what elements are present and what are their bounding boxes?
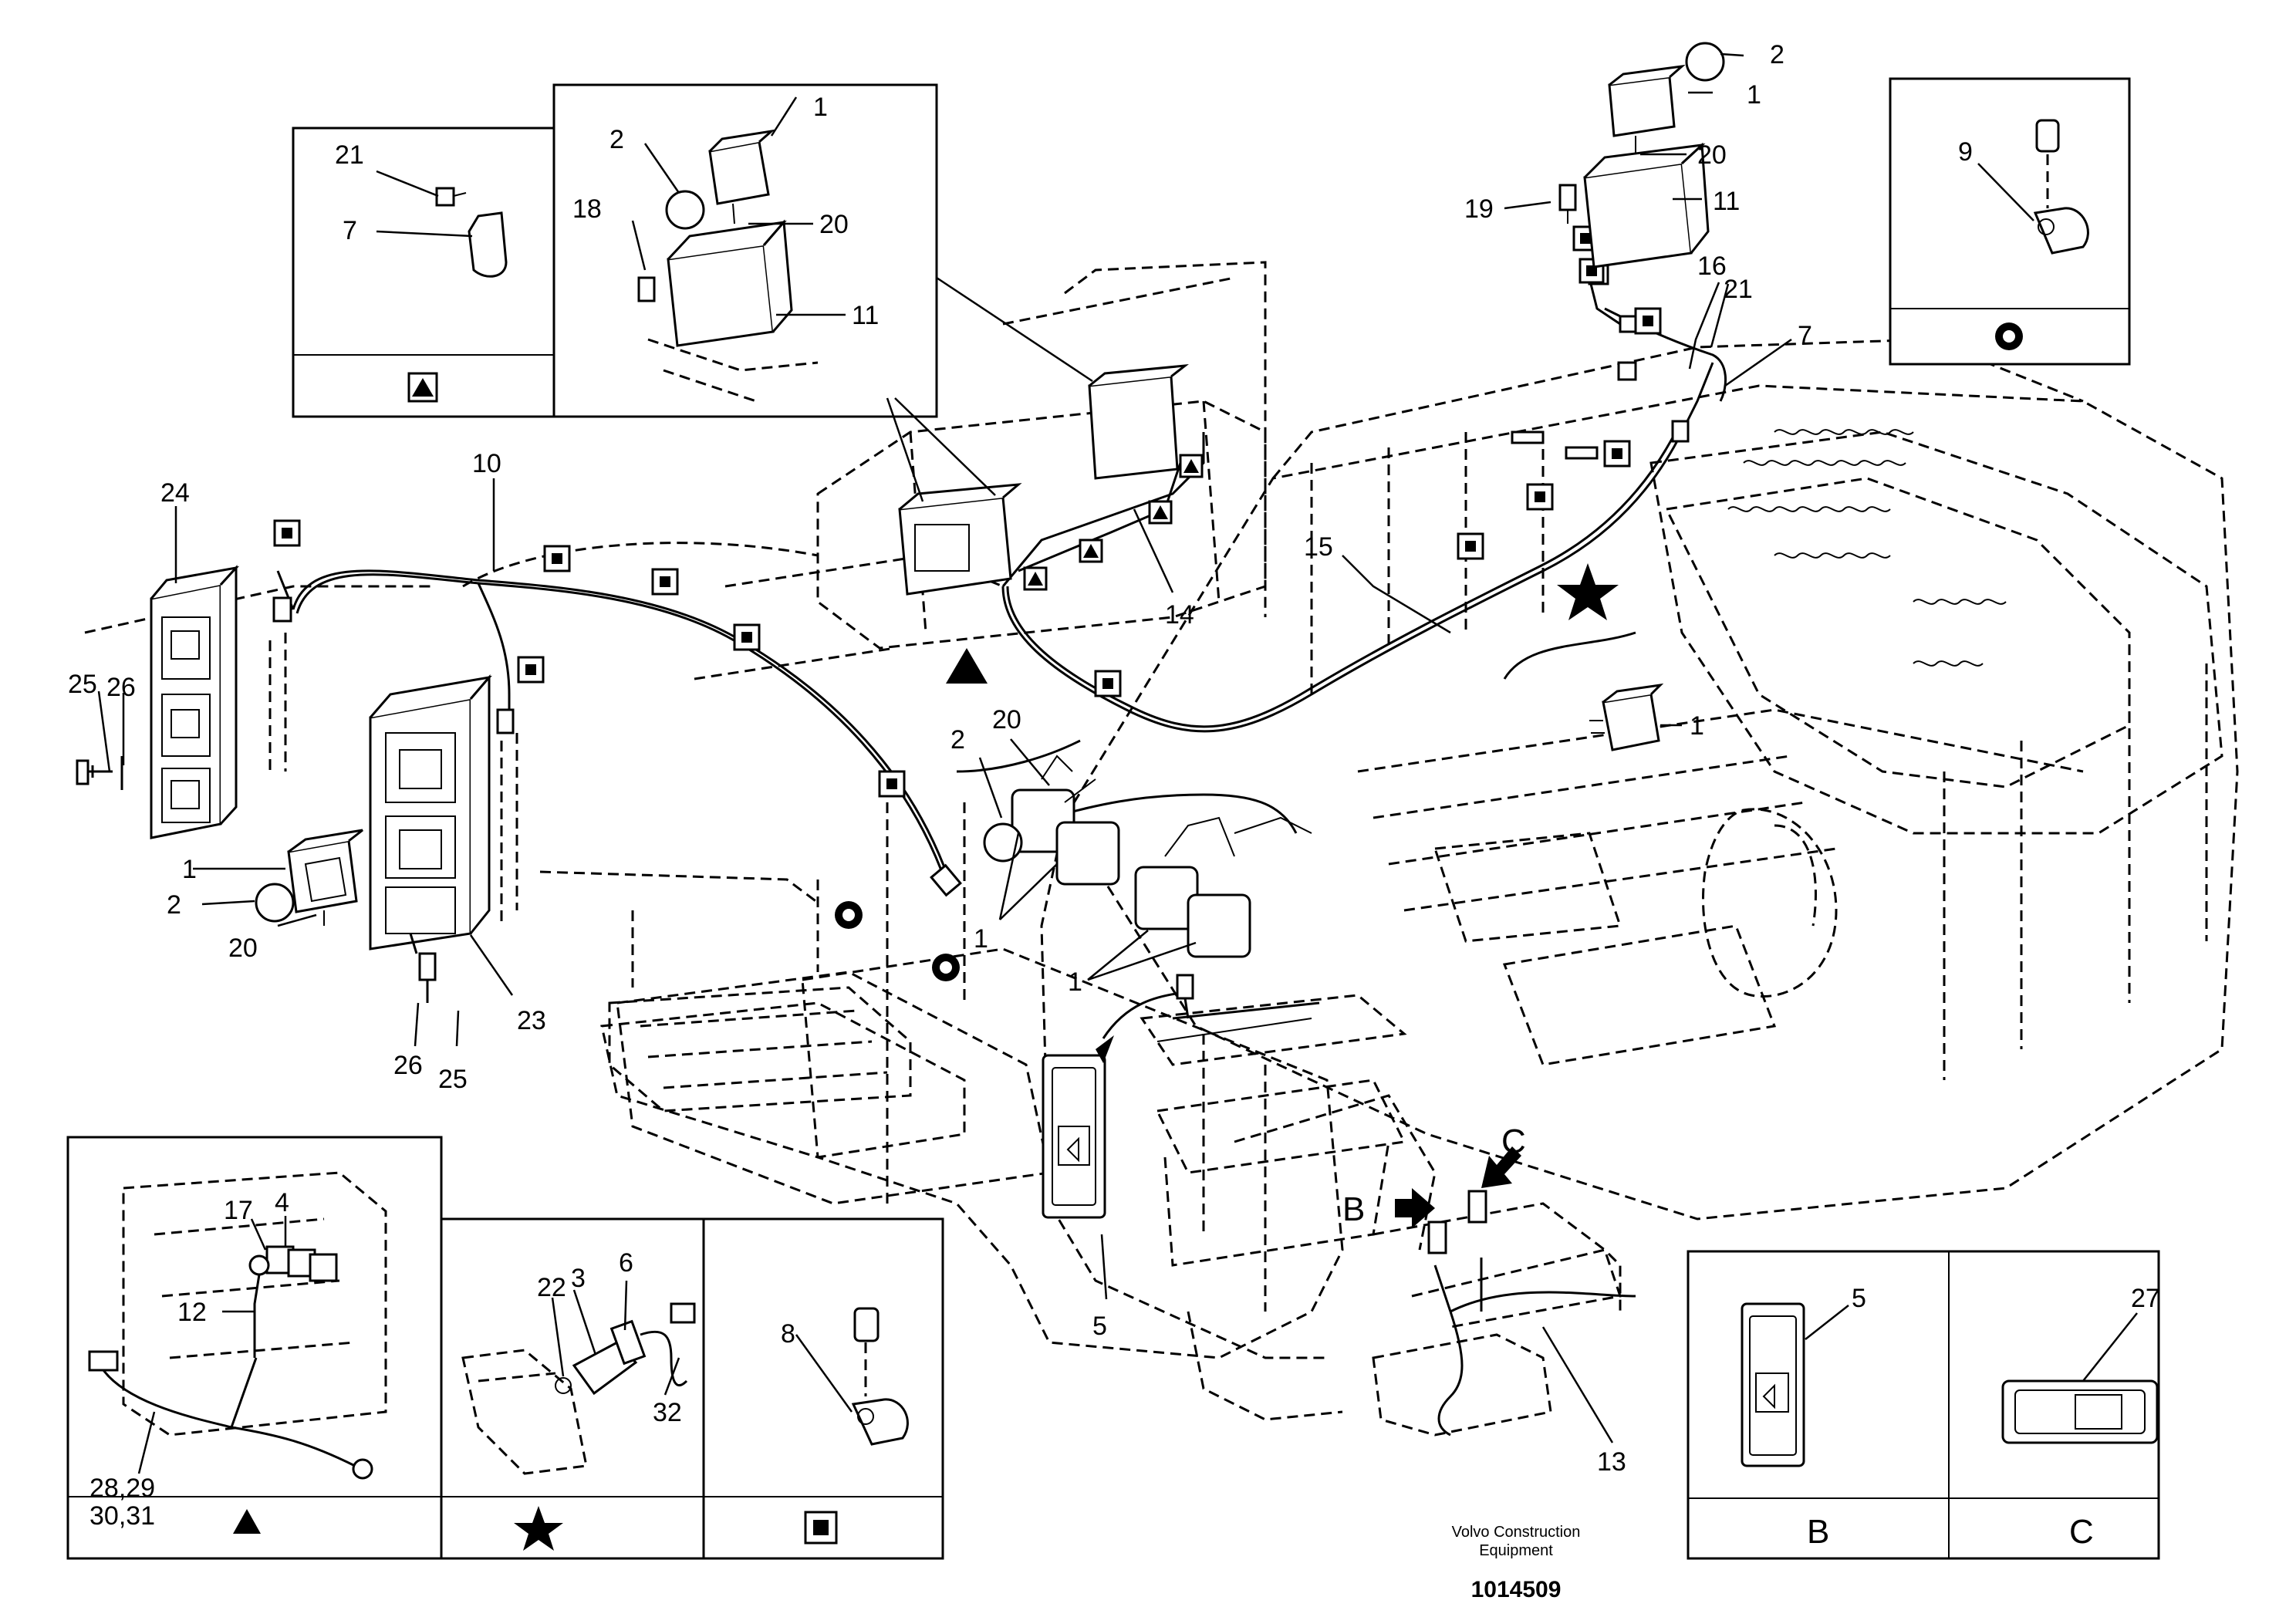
detail-panel-circle: [1889, 77, 2131, 366]
switch-connectors-b-c: [1395, 1146, 1521, 1254]
detail-panel-lamp-exploded: [552, 83, 938, 418]
detail-panel-switch-views: [1687, 1250, 2160, 1560]
lamp-housing-24: [150, 565, 240, 839]
callout-2-left: 2: [167, 890, 181, 920]
callout-22: 22: [537, 1273, 566, 1302]
callout-1-upper-right: 1: [1747, 80, 1761, 110]
light-switch-installed: [1042, 974, 1320, 1219]
detail-panel-triangle-top: [292, 127, 555, 418]
callout-7-detail: 7: [343, 216, 357, 245]
callout-24: 24: [160, 478, 190, 508]
lamp-1-left: [255, 829, 363, 926]
callout-8: 8: [781, 1319, 795, 1349]
callout-26: 26: [393, 1051, 423, 1080]
callout-19: 19: [1464, 194, 1494, 224]
callout-20: 20: [819, 210, 849, 239]
callout-15: 15: [1304, 532, 1333, 562]
callout-25-left: 25: [68, 670, 97, 699]
publisher-line-1: Volvo Construction: [1452, 1524, 1581, 1541]
callout-28-29: 28,29: [89, 1474, 155, 1503]
callout-13: 13: [1597, 1447, 1626, 1477]
callout-20-left: 20: [228, 934, 258, 963]
callout-1-left: 1: [182, 855, 197, 884]
callout-20-upper-right: 20: [1697, 140, 1727, 170]
side-lamp-right: [1589, 683, 1664, 751]
callout-11-upper-right: 11: [1713, 187, 1740, 216]
callout-1-cab-b: 1: [1068, 967, 1082, 997]
callout-2: 2: [609, 125, 624, 154]
callout-7: 7: [1798, 321, 1812, 350]
circle-reference-symbols: [835, 901, 960, 981]
callout-2-cab: 2: [950, 725, 965, 755]
wiring-harnesses: [276, 277, 1727, 1437]
callout-16: 16: [1697, 252, 1727, 281]
callout-12: 12: [177, 1298, 207, 1327]
callout-32: 32: [653, 1398, 682, 1427]
housing-mounting-hardware: [76, 633, 518, 1003]
callout-1: 1: [813, 93, 828, 122]
callout-21-detail: 21: [335, 140, 364, 170]
steps-outline: [608, 986, 1407, 1112]
star-reference-symbol: [1557, 563, 1619, 620]
callout-20-cab: 20: [992, 705, 1021, 734]
drawing-part-number: 1014509: [1471, 1577, 1562, 1602]
relay-bracket-detail: [88, 1171, 387, 1480]
title-block: Volvo Construction Equipment 1014509: [1452, 1524, 1581, 1602]
callout-17: 17: [224, 1196, 253, 1225]
callout-18: 18: [572, 194, 602, 224]
detail-panel-bottom-group: [66, 1136, 944, 1560]
lamp-housing-23: [369, 674, 492, 950]
callout-23: 23: [517, 1006, 546, 1035]
cab-roof-lamp-housing: [898, 364, 1189, 596]
callout-25: 25: [438, 1065, 468, 1094]
callout-1-frame: 1: [1690, 711, 1704, 741]
view-label-b: B: [1807, 1513, 1829, 1551]
callout-21: 21: [1724, 275, 1753, 304]
callout-4: 4: [275, 1188, 289, 1217]
view-letter-c: C: [1501, 1123, 1526, 1160]
callout-6: 6: [619, 1248, 633, 1278]
front-lamp-group: [983, 755, 1312, 958]
engine-cover-texture: [1727, 429, 2007, 667]
triangle-markers: [946, 454, 1204, 684]
callout-labels: 1 2 20 18 11 21 7 2 1 20 11 19 16 21 7 9…: [68, 40, 2160, 1551]
clamp-detail: [795, 1307, 909, 1446]
callout-1-cab-a: 1: [974, 924, 988, 954]
callout-30-31: 30,31: [89, 1501, 155, 1531]
callout-14: 14: [1165, 600, 1194, 630]
callout-10: 10: [472, 449, 501, 478]
callout-9: 9: [1958, 137, 1973, 167]
pressure-switch-detail: [461, 1280, 696, 1475]
machine-frame-outline: [84, 261, 2239, 1437]
callout-11: 11: [852, 301, 879, 330]
callout-leader-lines: [97, 52, 1792, 1443]
publisher-line-2: Equipment: [1479, 1542, 1553, 1559]
callout-27: 27: [2131, 1284, 2160, 1313]
triangle-reference-symbol: [946, 648, 988, 684]
view-label-c: C: [2069, 1513, 2094, 1551]
callout-2-upper-right: 2: [1770, 40, 1784, 69]
callout-3: 3: [571, 1264, 586, 1293]
callout-5: 5: [1092, 1312, 1107, 1341]
callout-26-left: 26: [106, 673, 136, 702]
view-letter-b: B: [1342, 1190, 1365, 1228]
callout-5-detail: 5: [1852, 1284, 1866, 1313]
detail-pointer-lines: [886, 276, 1093, 502]
